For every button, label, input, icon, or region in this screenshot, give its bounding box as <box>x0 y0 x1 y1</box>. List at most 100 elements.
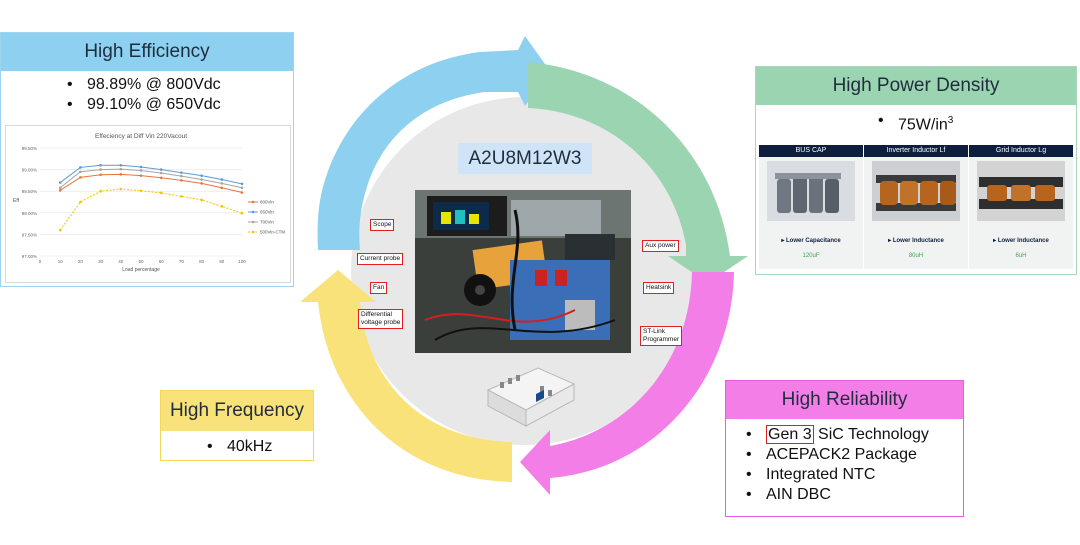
data-point <box>180 171 183 174</box>
efficiency-chart: Effeciency at Diff Vin 220Vacout 97.00% 97… <box>5 125 291 283</box>
data-point <box>58 181 62 184</box>
callout-scope: Scope <box>370 219 395 231</box>
legend-marker <box>251 220 255 224</box>
x-tick-label: 60 <box>159 259 165 264</box>
data-point <box>58 189 62 192</box>
efficiency-bullet-650: 99.10% @ 650Vdc <box>61 95 293 115</box>
data-point <box>220 205 224 208</box>
data-point <box>139 174 143 177</box>
bus-cap-value: 120uF <box>802 253 820 259</box>
bus-capacitor-image <box>767 161 855 221</box>
x-tick-label: 30 <box>98 259 104 264</box>
power-density-bullet: 75W/in3 <box>872 111 1076 135</box>
data-point <box>220 182 224 185</box>
data-point <box>119 173 123 176</box>
acepack2-module-image <box>486 367 576 427</box>
stlink-line1: ST-Link <box>643 328 666 335</box>
power-density-unit-exponent: 3 <box>947 115 954 126</box>
x-tick-label: 20 <box>78 259 84 264</box>
high-reliability-title: High Reliability <box>726 381 963 419</box>
arrow-magenta <box>520 272 734 495</box>
diff-probe-line1: Differential <box>361 311 392 318</box>
chart-title: Effeciency at Diff Vin 220Vacout <box>95 133 187 140</box>
data-point <box>119 163 123 167</box>
y-tick-label: 97.00% <box>22 254 37 259</box>
legend-marker <box>251 210 255 214</box>
high-frequency-bullets: 40kHz <box>201 437 313 457</box>
high-reliability-bullets: Gen 3 SiC Technology ACEPACK2 Package In… <box>740 425 963 505</box>
high-power-density-title: High Power Density <box>756 67 1076 105</box>
frequency-bullet: 40kHz <box>201 437 313 457</box>
legend-label: 500Vin-CTM <box>260 230 285 235</box>
inverter-inductor-label: Lower Inductance <box>892 238 944 244</box>
legend-label: 700Vin <box>260 220 274 225</box>
high-power-density-box: High Power Density 75W/in3 BUS CAP ▸ Low… <box>755 66 1077 275</box>
legend-marker <box>251 200 255 204</box>
sic-technology-text: SiC Technology <box>813 426 929 443</box>
x-tick-label: 40 <box>118 259 124 264</box>
series-line-0 <box>59 173 243 193</box>
callout-fan: Fan <box>370 282 388 294</box>
arrow-green <box>528 62 748 283</box>
grid-inductor-label: Lower Inductance <box>997 238 1049 244</box>
grid-inductor-header: Grid Inductor Lg <box>969 145 1073 157</box>
data-point <box>220 178 224 181</box>
y-axis-label: Eff <box>13 198 20 204</box>
data-point <box>159 191 163 195</box>
component-col-bus-cap: BUS CAP ▸ Lower Capacitance 120uF <box>759 145 863 269</box>
callout-heatsink: Heatsink <box>643 282 675 294</box>
x-tick-label: 10 <box>58 259 64 264</box>
arrow-yellow <box>300 270 512 482</box>
data-point <box>58 228 62 232</box>
x-tick-label: 70 <box>179 259 185 264</box>
part-number-label: A2U8M12W3 <box>458 143 592 174</box>
callout-current-probe: Current probe <box>357 253 404 265</box>
high-efficiency-bullets: 98.89% @ 800Vdc 99.10% @ 650Vdc <box>61 75 293 115</box>
data-point <box>139 165 143 169</box>
legend-label: 800Vin <box>260 200 274 205</box>
high-frequency-title: High Frequency <box>161 391 313 431</box>
data-point <box>240 211 244 215</box>
x-axis-label: Load percentage <box>122 267 160 273</box>
y-tick-label: 99.00% <box>22 168 37 173</box>
x-tick-label: 0 <box>39 259 42 264</box>
gen3-highlight: Gen 3 <box>766 425 814 444</box>
data-point <box>99 173 102 177</box>
data-point <box>180 195 183 198</box>
data-point <box>159 176 163 180</box>
data-point <box>200 178 203 181</box>
data-point <box>119 167 123 171</box>
high-efficiency-box: High Efficiency 98.89% @ 800Vdc 99.10% @… <box>0 32 294 287</box>
x-tick-label: 90 <box>219 259 225 264</box>
data-point <box>79 200 82 204</box>
inverter-inductor-header: Inverter Inductor Lf <box>864 145 968 157</box>
series-line-2 <box>59 168 243 189</box>
diff-probe-line2: voltage probe <box>361 319 401 326</box>
legend-marker <box>251 230 255 234</box>
inverter-inductor-image <box>872 161 960 221</box>
data-point <box>119 187 123 191</box>
data-point <box>99 163 102 167</box>
data-point <box>99 168 102 171</box>
component-col-grid-inductor: Grid Inductor Lg ▸ Lower Inductance 6uH <box>969 145 1073 269</box>
y-tick-label: 97.50% <box>22 232 37 237</box>
data-point <box>79 170 82 174</box>
series-line-1 <box>59 164 243 185</box>
arrow-blue <box>317 36 550 250</box>
legend-label: 650Vin <box>260 210 274 215</box>
high-reliability-box: High Reliability Gen 3 SiC Technology AC… <box>725 380 964 517</box>
data-point <box>99 189 102 193</box>
reliability-bullet-package: ACEPACK2 Package <box>740 445 963 465</box>
data-point <box>180 179 183 182</box>
power-density-bullets: 75W/in3 <box>872 111 1076 135</box>
data-point <box>159 171 163 175</box>
data-point <box>200 198 203 202</box>
component-col-inverter-inductor: Inverter Inductor Lf ▸ Lower Inductance … <box>864 145 968 269</box>
reliability-bullet-ntc: Integrated NTC <box>740 465 963 485</box>
bus-cap-header: BUS CAP <box>759 145 863 157</box>
x-tick-label: 50 <box>138 259 144 264</box>
data-point <box>79 166 82 169</box>
x-tick-label: 100 <box>238 259 246 264</box>
bus-cap-label: Lower Capacitance <box>786 238 841 244</box>
